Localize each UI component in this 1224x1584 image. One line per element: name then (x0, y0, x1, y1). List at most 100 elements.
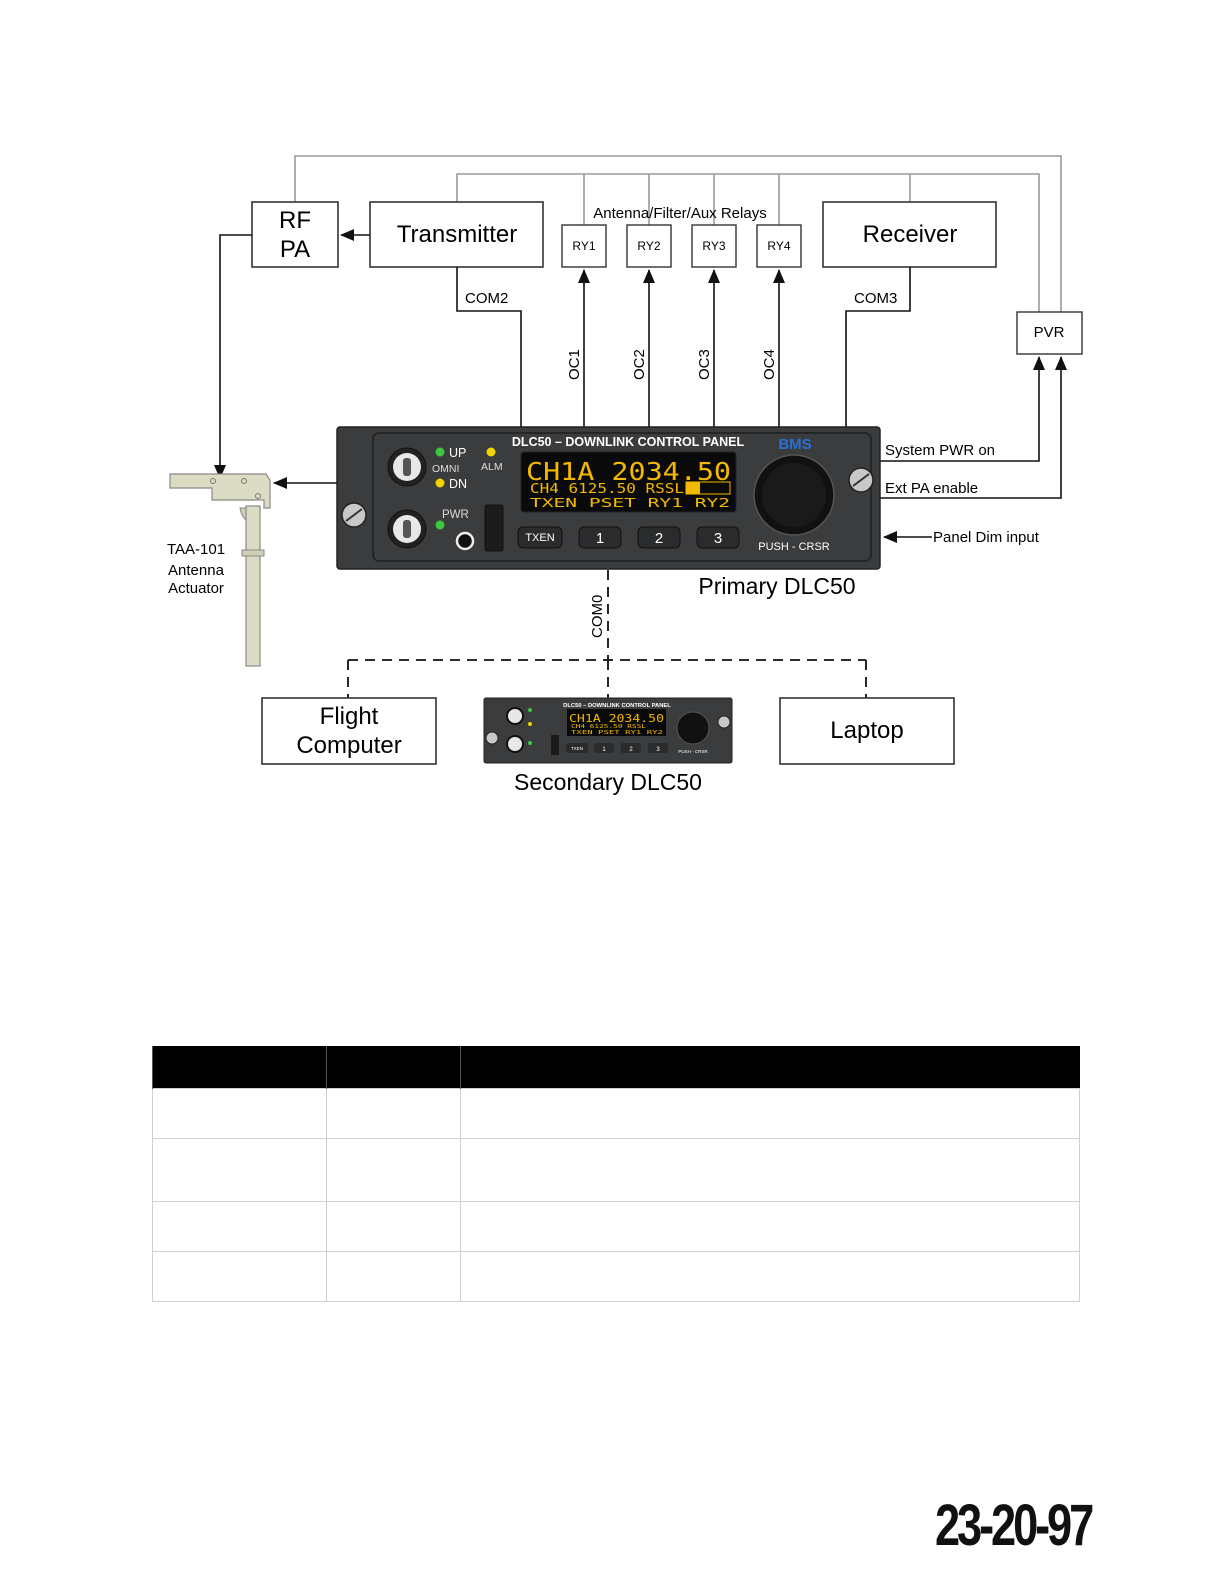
ext-pa-label: Ext PA enable (885, 480, 978, 497)
dn-led-icon (435, 478, 445, 488)
up-label: UP (449, 446, 466, 460)
secondary-display-line-2: CH4 6125.50 RSSL (571, 724, 647, 730)
system-diagram: RF PA Transmitter Receiver Antenna/Filte… (167, 155, 1083, 795)
button-1-label: 1 (602, 747, 606, 753)
push-crsr-knob[interactable] (676, 711, 710, 745)
txen-button[interactable]: TXEN (517, 526, 563, 549)
table-header-row (152, 1046, 1080, 1089)
button-3[interactable]: 3 (696, 526, 740, 549)
relay-blocks: RY1 RY2 RY3 RY4 (561, 224, 802, 268)
pwr-toggle-switch[interactable] (506, 735, 524, 753)
table-cell (460, 1251, 1080, 1302)
button-2[interactable]: 2 (637, 526, 681, 549)
table-cell (460, 1088, 1080, 1139)
push-crsr-knob[interactable] (753, 454, 835, 536)
ry3-label: RY3 (702, 239, 725, 253)
txen-button[interactable]: TXEN (566, 743, 588, 753)
txen-button-label: TXEN (525, 532, 554, 544)
table-cell (460, 1138, 1080, 1202)
table-cell (152, 1138, 327, 1202)
oc1-label: OC1 (566, 349, 583, 380)
up-led-icon (528, 708, 532, 712)
up-led-icon (435, 447, 445, 457)
relays-title: Antenna/Filter/Aux Relays (593, 205, 766, 222)
table-row (152, 1088, 1080, 1139)
usb-port-cover (484, 504, 504, 552)
ry2-label: RY2 (637, 239, 660, 253)
omni-toggle-switch[interactable] (506, 707, 524, 725)
pvr-label: PVR (1034, 324, 1065, 341)
rf-pa-label-2: PA (280, 236, 310, 263)
rf-pa-label-1: RF (279, 207, 311, 234)
mounting-screw-icon (341, 502, 367, 528)
button-2[interactable]: 2 (621, 743, 641, 753)
secondary-caption: Secondary DLC50 (514, 769, 702, 795)
button-3[interactable]: 3 (648, 743, 668, 753)
pwr-led-icon (528, 741, 532, 745)
panel-dim-label: Panel Dim input (933, 529, 1040, 546)
table-cell (326, 1138, 461, 1202)
flight-computer-label-2: Computer (296, 732, 401, 759)
flight-computer-block: Flight Computer (261, 697, 437, 765)
table-cell (326, 1088, 461, 1139)
mounting-screw-icon (485, 731, 499, 745)
pwr-led-icon (435, 520, 445, 530)
oc4-label: OC4 (761, 349, 778, 380)
button-1-label: 1 (596, 530, 604, 547)
transmitter-block: Transmitter (369, 201, 544, 268)
ry1-label: RY1 (572, 239, 595, 253)
transmitter-label: Transmitter (397, 221, 517, 248)
primary-dlc50-panel: DLC50 – DOWNLINK CONTROL PANEL BMS UP OM… (336, 426, 881, 570)
button-3-label: 3 (656, 747, 660, 753)
dn-led-icon (528, 722, 532, 726)
com0-dashed-bus (347, 570, 867, 698)
com0-label: COM0 (589, 595, 606, 638)
oc3-label: OC3 (696, 349, 713, 380)
power-bus-lines (294, 155, 1062, 312)
oled-display (567, 709, 666, 736)
pwr-toggle-switch[interactable] (387, 509, 427, 549)
display-line-1: CH1A 2034.50 (526, 457, 731, 486)
oc2-label: OC2 (631, 349, 648, 380)
table-cell (152, 1251, 327, 1302)
button-3-label: 3 (714, 530, 722, 547)
secondary-panel-title: DLC50 – DOWNLINK CONTROL PANEL (563, 703, 671, 709)
table-cell (326, 1251, 461, 1302)
actuator-label-3: Actuator (168, 580, 224, 597)
receiver-label: Receiver (863, 221, 958, 248)
secondary-display-line-3: TXEN PSET RY1 RY2 (571, 730, 663, 736)
com3-label: COM3 (854, 290, 897, 307)
panel-title: DLC50 – DOWNLINK CONTROL PANEL (512, 435, 745, 449)
dn-label: DN (449, 477, 467, 491)
table-row (152, 1138, 1080, 1202)
txen-button-label: TXEN (571, 746, 583, 751)
table-header-cell (460, 1046, 1080, 1089)
table-header-cell (152, 1046, 327, 1089)
connection-lines (214, 229, 1067, 543)
pwr-label: PWR (442, 509, 469, 521)
mounting-screw-icon (848, 467, 874, 493)
usb-port-cover (551, 735, 559, 755)
rf-pa-block: RF PA (251, 201, 339, 268)
brand-logo: BMS (778, 436, 811, 453)
actuator-label-1: TAA-101 (167, 541, 225, 558)
button-1[interactable]: 1 (594, 743, 614, 753)
laptop-block: Laptop (779, 697, 955, 765)
actuator-label-2: Antenna (168, 562, 225, 579)
omni-toggle-switch[interactable] (387, 447, 427, 487)
oled-display: CH1A 2034.50 CH4 6125.50 RSSL TXEN PSET … (520, 451, 737, 513)
empty-data-table (152, 1046, 1080, 1302)
knob-label: PUSH - CRSR (758, 541, 830, 553)
flight-computer-label-1: Flight (320, 703, 379, 730)
pvr-block: PVR (1016, 311, 1083, 355)
table-cell (460, 1201, 1080, 1252)
display-line-2: CH4 6125.50 RSSL (530, 482, 684, 497)
display-line-3: TXEN PSET RY1 RY2 (530, 495, 730, 510)
alm-label: ALM (481, 461, 503, 473)
table-cell (326, 1201, 461, 1252)
button-1[interactable]: 1 (578, 526, 622, 549)
table-cell (152, 1201, 327, 1252)
mounting-screw-icon (717, 715, 731, 729)
laptop-label: Laptop (830, 717, 903, 744)
antenna-actuator-image (169, 473, 271, 667)
